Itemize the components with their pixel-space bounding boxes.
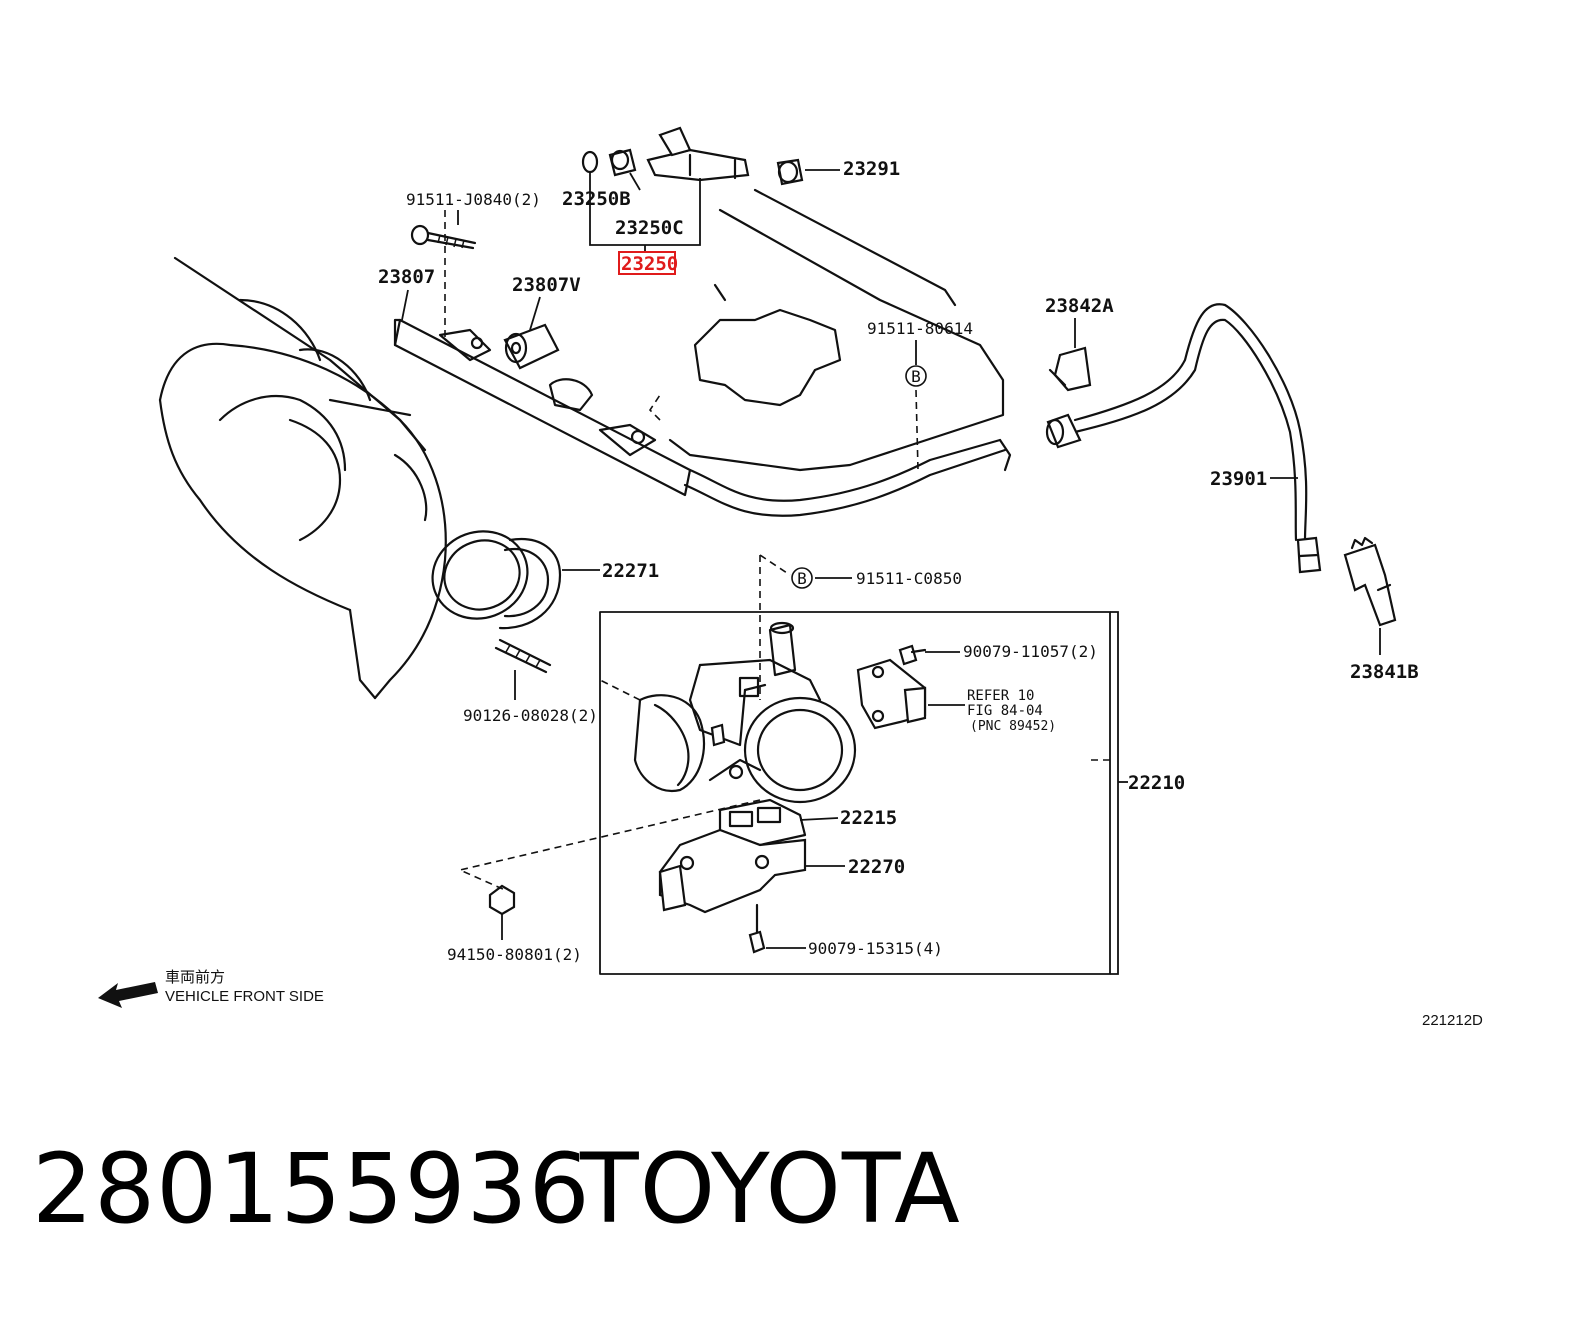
marker-b-lower-label: B [797, 569, 807, 588]
label-90079-11057[interactable]: 90079-11057(2) [963, 642, 1098, 661]
label-90079-15315[interactable]: 90079-15315(4) [808, 939, 943, 958]
bolt-j0840 [410, 224, 477, 250]
leader-lines [401, 169, 1381, 975]
refer-line-2: FIG 84-04 [967, 703, 1043, 719]
label-94150-80801[interactable]: 94150-80801(2) [447, 945, 582, 964]
marker-b-upper [905, 365, 927, 387]
engine-outline [158, 256, 447, 700]
label-22210[interactable]: 22210 [1128, 772, 1185, 794]
front-label-jp: 車両前方 [165, 969, 225, 986]
label-90126-08028[interactable]: 90126-08028(2) [463, 706, 598, 725]
label-23807[interactable]: 23807 [378, 266, 435, 288]
bushing-23807V [503, 323, 560, 370]
label-91511-80614[interactable]: 91511-80614 [867, 319, 973, 338]
footer-brand: TOYOTA [579, 1133, 961, 1245]
front-label-en: VEHICLE FRONT SIDE [165, 988, 324, 1005]
intake-cover [648, 188, 1005, 472]
refer-line-1: REFER 10 [967, 688, 1034, 704]
gasket-22271 [431, 530, 562, 630]
label-23807V[interactable]: 23807V [512, 274, 581, 296]
fuel-rail [393, 318, 1012, 517]
part-labels: 23291 23250B 23250C 23250 91511-J0840(2)… [378, 158, 1419, 964]
label-22215[interactable]: 22215 [840, 807, 897, 829]
highlight-box-23250 [618, 251, 676, 275]
marker-b-upper-label: B [911, 367, 921, 386]
connector-23841B [1343, 536, 1397, 627]
stud-90126 [494, 638, 552, 674]
footer-part-number: 280155936 [32, 1133, 591, 1245]
label-23901[interactable]: 23901 [1210, 468, 1267, 490]
front-arrow-icon [98, 982, 158, 1008]
label-23291[interactable]: 23291 [843, 158, 900, 180]
illustration-id: 221212D [1422, 1012, 1483, 1029]
label-23250B[interactable]: 23250B [562, 188, 631, 210]
label-91511-C0850[interactable]: 91511-C0850 [856, 569, 962, 588]
throttle-body-box [599, 611, 1111, 975]
fuel-hose [1045, 303, 1322, 574]
dashed-guides [444, 210, 1110, 891]
label-22271[interactable]: 22271 [602, 560, 659, 582]
reference-markers: B B [791, 365, 927, 589]
marker-b-lower [791, 567, 813, 589]
label-23842A[interactable]: 23842A [1045, 295, 1114, 317]
label-22270[interactable]: 22270 [848, 856, 905, 878]
refer-line-3[interactable]: (PNC 89452) [970, 719, 1056, 734]
label-23841B[interactable]: 23841B [1350, 661, 1419, 683]
label-23250[interactable]: 23250 [621, 253, 678, 275]
nut-94150 [488, 884, 516, 916]
label-91511-J0840[interactable]: 91511-J0840(2) [406, 190, 541, 209]
vehicle-front-indicator: 車両前方 VEHICLE FRONT SIDE [98, 969, 324, 1008]
label-23250C[interactable]: 23250C [615, 217, 684, 239]
injector-parts [581, 126, 804, 186]
